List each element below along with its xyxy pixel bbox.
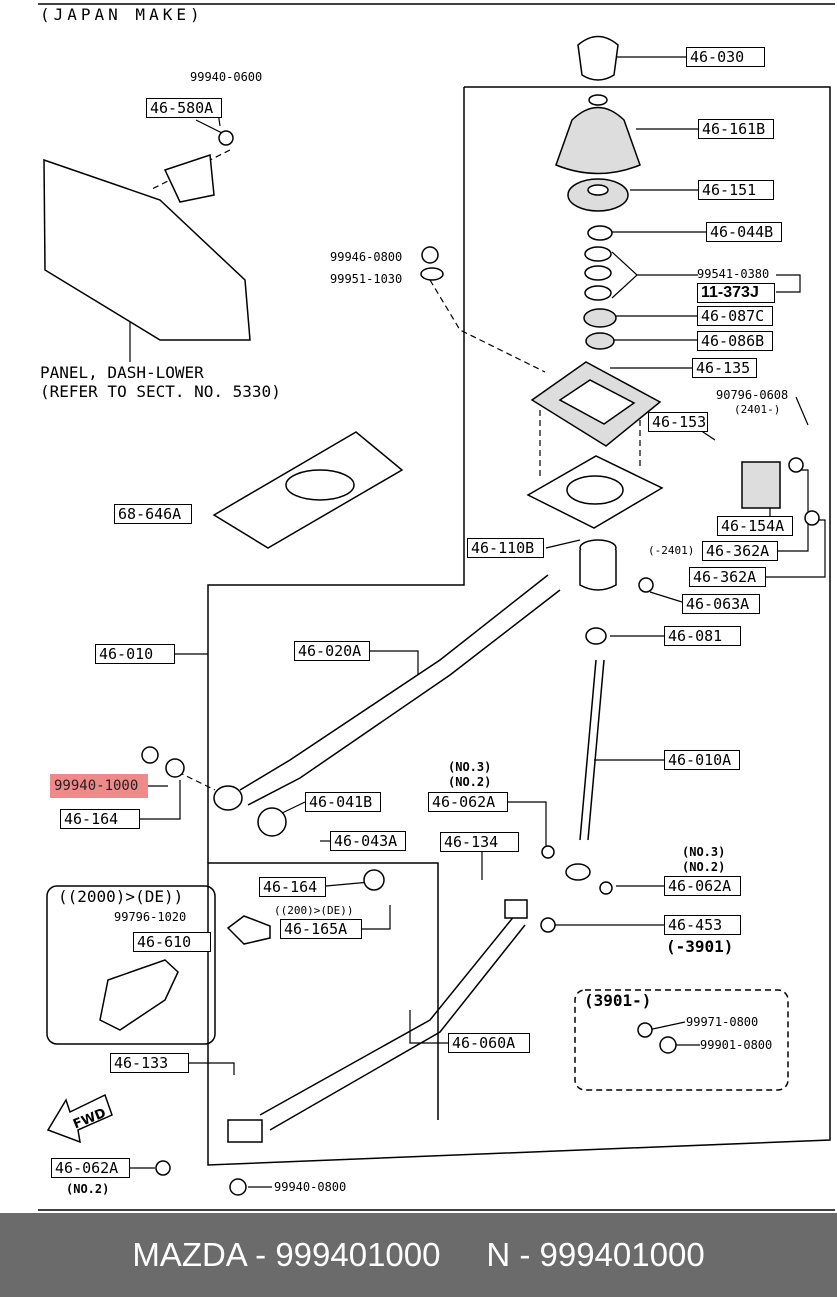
part-label-46-151[interactable]: 46-151: [698, 180, 774, 200]
part-label-46-062A-upper[interactable]: 46-062A: [428, 792, 508, 812]
part-label-46-610[interactable]: 46-610: [133, 932, 211, 952]
part-label-46-044B[interactable]: 46-044B: [706, 222, 782, 242]
header-title: (JAPAN MAKE): [40, 5, 204, 24]
part-label-46-010A[interactable]: 46-010A: [664, 750, 740, 770]
part-note-46-062A-bottom: (NO.2): [66, 1182, 110, 1196]
part-label-46-164-center[interactable]: 46-164: [259, 877, 326, 897]
footer-gap: [441, 1236, 487, 1274]
part-label-46-010[interactable]: 46-010: [95, 644, 175, 664]
part-note-46-165A: ((200)>(DE)): [274, 904, 354, 917]
part-label-46-165A[interactable]: 46-165A: [280, 919, 362, 939]
part-note-90796-0608: (2401-): [734, 403, 781, 416]
part-label-46-062A-bottom[interactable]: 46-062A: [51, 1158, 130, 1178]
footer-bar: MAZDA - 999401000 N - 999401000: [0, 1213, 837, 1297]
panel-note-line1: PANEL, DASH-LOWER: [40, 363, 204, 382]
part-label-46-041B[interactable]: 46-041B: [305, 792, 381, 812]
part-label-99951-1030[interactable]: 99951-1030: [330, 272, 403, 286]
part-label-46-081[interactable]: 46-081: [664, 626, 741, 646]
part-label-46-020A[interactable]: 46-020A: [294, 641, 370, 661]
part-label-46-060A[interactable]: 46-060A: [448, 1033, 530, 1053]
panel-note-line2: (REFER TO SECT. NO. 5330): [40, 382, 281, 401]
part-label-46-362A-upper[interactable]: 46-362A: [702, 541, 778, 561]
part-label-99901-0800[interactable]: 99901-0800: [700, 1038, 773, 1052]
part-label-46-153[interactable]: 46-153: [648, 412, 708, 432]
part-note-46-062A-right-1: (NO.3): [682, 845, 726, 859]
part-label-46-135[interactable]: 46-135: [692, 358, 757, 378]
part-label-99971-0800[interactable]: 99971-0800: [686, 1015, 759, 1029]
part-label-46-030[interactable]: 46-030: [686, 47, 765, 67]
part-label-46-043A[interactable]: 46-043A: [330, 831, 406, 851]
part-label-99796-1020[interactable]: 99796-1020: [114, 910, 187, 924]
part-label-46-580A[interactable]: 46-580A: [146, 98, 222, 118]
part-label-99541-0380[interactable]: 99541-0380: [697, 267, 770, 281]
part-label-46-110B[interactable]: 46-110B: [467, 538, 544, 558]
part-label-99940-1000-highlighted[interactable]: 99940-1000: [50, 774, 148, 798]
part-label-11-373J[interactable]: 11-373J: [697, 283, 775, 303]
part-label-46-161B[interactable]: 46-161B: [698, 119, 774, 139]
group-3901-title: (3901-): [584, 991, 652, 1010]
part-label-46-164-left[interactable]: 46-164: [60, 809, 140, 829]
part-label-99946-0800[interactable]: 99946-0800: [330, 250, 403, 264]
part-label-46-362A-lower[interactable]: 46-362A: [689, 567, 766, 587]
part-label-46-062A-right[interactable]: 46-062A: [664, 876, 741, 896]
footer-n-part: N - 999401000: [486, 1236, 705, 1273]
part-label-99940-0600[interactable]: 99940-0600: [190, 70, 263, 84]
part-label-46-087C[interactable]: 46-087C: [697, 306, 773, 326]
part-label-46-133[interactable]: 46-133: [110, 1053, 189, 1073]
part-label-90796-0608[interactable]: 90796-0608: [716, 388, 789, 402]
part-note-46-062A-right-2: (NO.2): [682, 860, 726, 874]
part-label-46-154A[interactable]: 46-154A: [717, 516, 793, 536]
part-note-46-453: (-3901): [666, 937, 734, 956]
part-label-46-453[interactable]: 46-453: [664, 915, 741, 935]
part-note-46-062A-upper-1: (NO.3): [448, 760, 492, 774]
parts-diagram: FWD: [38, 3, 835, 1211]
part-note-46-362A: (-2401): [648, 544, 695, 557]
part-note-46-062A-upper-2: (NO.2): [448, 775, 492, 789]
part-label-46-063A[interactable]: 46-063A: [682, 594, 760, 614]
part-label-99940-0800[interactable]: 99940-0800: [274, 1180, 347, 1194]
part-label-68-646A[interactable]: 68-646A: [114, 504, 192, 524]
footer-mazda-part: MAZDA - 999401000: [132, 1236, 441, 1273]
part-label-46-086B[interactable]: 46-086B: [697, 331, 773, 351]
part-label-46-134[interactable]: 46-134: [440, 832, 519, 852]
group-2000-de-title: ((2000)>(DE)): [58, 887, 184, 906]
